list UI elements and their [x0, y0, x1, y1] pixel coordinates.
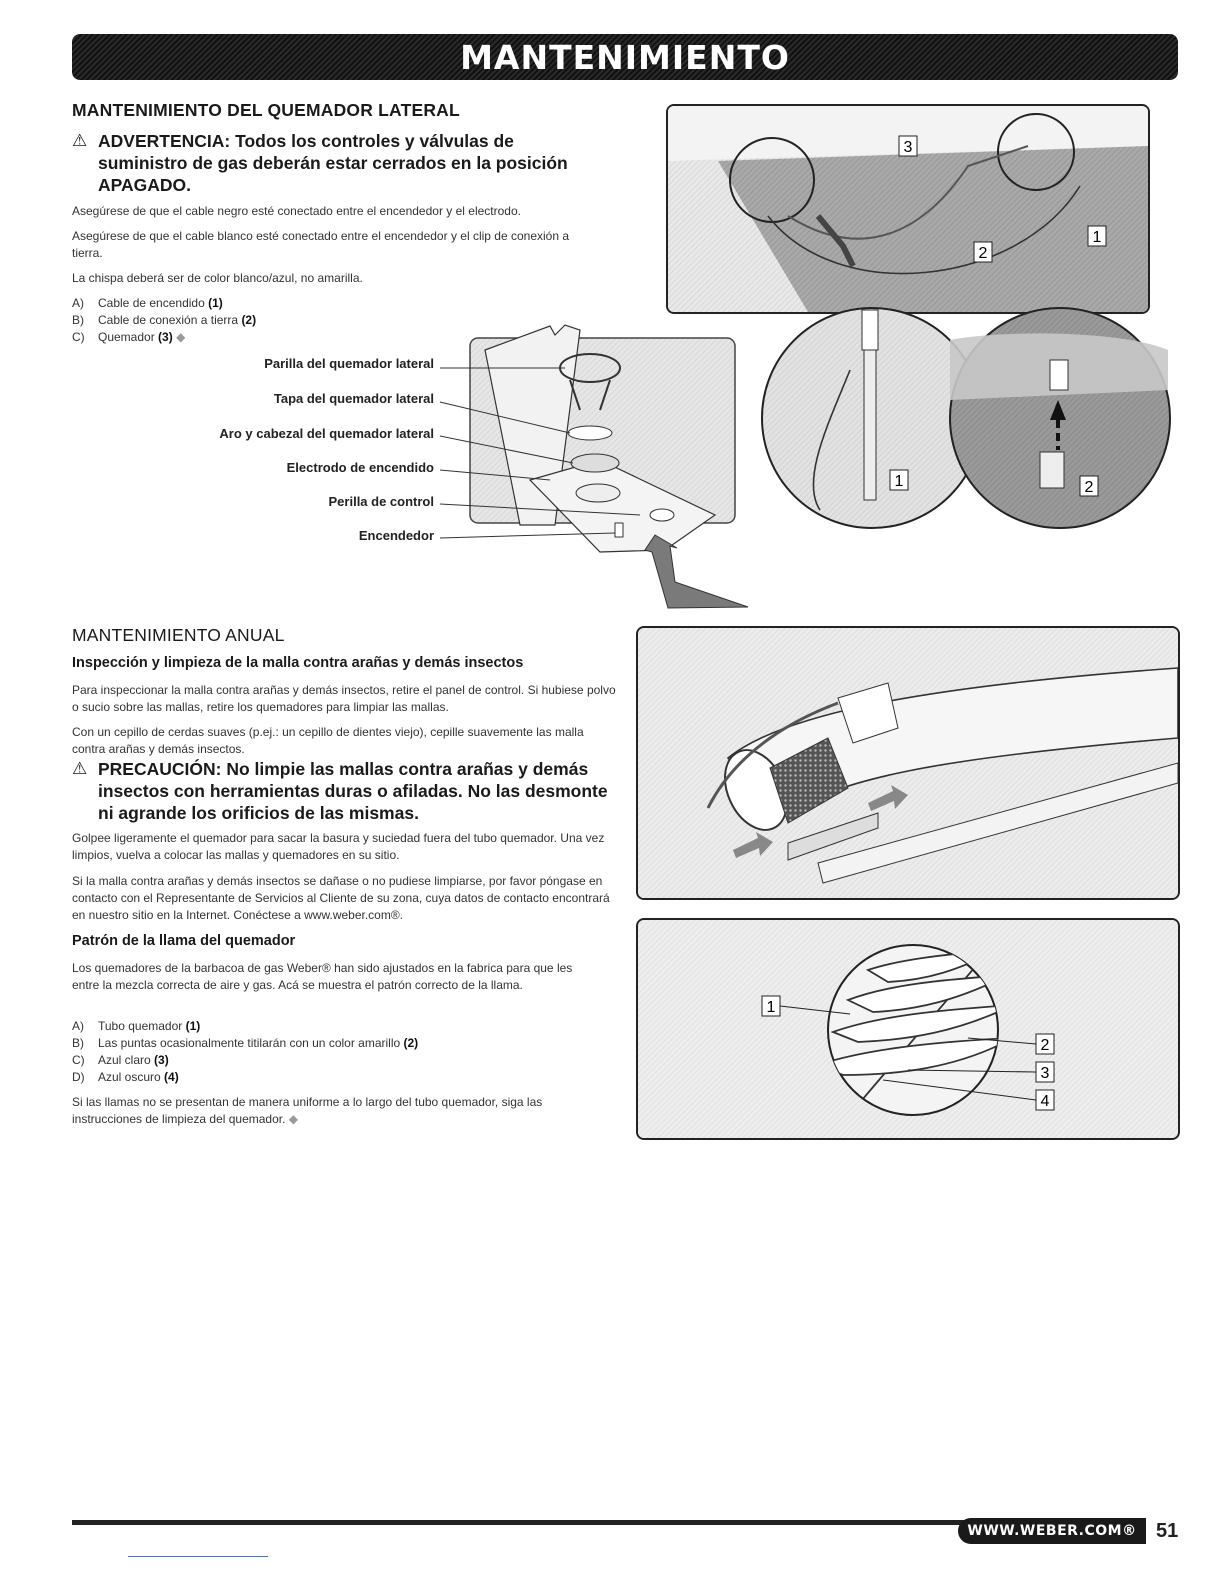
warning-block: ⚠ ADVERTENCIA: Todos los controles y vál…: [72, 130, 592, 196]
svg-text:2: 2: [1085, 479, 1094, 496]
subheading-spider-screen: Inspección y limpieza de la malla contra…: [72, 655, 524, 671]
callout-cap: Tapa del quemador lateral: [273, 391, 434, 406]
caution-block: ⚠ PRECAUCIÓN: No limpie las mallas contr…: [72, 758, 612, 824]
list-item: B)Las puntas ocasionalmente titilarán co…: [72, 1036, 419, 1050]
banner-title: MANTENIMIENTO: [460, 38, 790, 77]
paragraph-flame-intro: Los quemadores de la barbacoa de gas Web…: [72, 961, 573, 992]
subheading-flame-pattern: Patrón de la llama del quemador: [72, 933, 296, 949]
svg-text:2: 2: [1041, 1037, 1050, 1054]
list-item: D)Azul oscuro (4): [72, 1070, 179, 1084]
figure-number-2: 2: [973, 241, 993, 263]
page-number: 51: [1156, 1520, 1179, 1542]
section-heading-side-burner: MANTENIMIENTO DEL QUEMADOR LATERAL: [72, 100, 460, 120]
zoom-number-1: 1: [889, 469, 909, 491]
screen-cleaning-panel: [636, 626, 1180, 900]
callout-knob: Perilla de control: [328, 494, 434, 509]
flame-number-4: 4: [882, 1079, 1055, 1111]
svg-text:3: 3: [1041, 1065, 1050, 1082]
paragraph-tap-burner: Golpee ligeramente el quemador para saca…: [72, 831, 605, 862]
callout-igniter: Encendedor: [358, 528, 434, 543]
paragraph-brush: Con un cepillo de cerdas suaves (p.ej.: …: [72, 725, 584, 756]
figure-number-1: 1: [1087, 225, 1107, 247]
flame-pattern-panel: 1 2 3 4: [636, 918, 1180, 1140]
svg-text:2: 2: [979, 245, 988, 262]
flame-number-1: 1: [761, 995, 851, 1017]
list-item: C)Quemador (3) ◆: [72, 330, 186, 344]
list-item: C)Azul claro (3): [72, 1053, 169, 1067]
footer-rule: [72, 1520, 1144, 1525]
paragraph-white-wire: Asegúrese de que el cable blanco esté co…: [72, 229, 570, 260]
side-burner-illustration: [439, 324, 749, 609]
section-banner: MANTENIMIENTO: [72, 34, 1178, 80]
svg-text:1: 1: [895, 473, 904, 490]
wiring-zoom-circles: 1 2: [740, 307, 1171, 529]
caution-text: PRECAUCIÓN: No limpie las mallas contra …: [98, 759, 608, 823]
svg-text:3: 3: [904, 139, 913, 156]
warning-triangle-icon: ⚠: [72, 759, 88, 778]
flame-pattern-illustration: 1 2 3 4: [638, 920, 1178, 1138]
paragraph-damaged-screen: Si la malla contra arañas y demás insect…: [72, 874, 610, 922]
warning-triangle-icon: ⚠: [72, 131, 88, 150]
svg-text:1: 1: [767, 999, 776, 1016]
flame-number-2: 2: [967, 1033, 1055, 1055]
zoom-number-2: 2: [1079, 475, 1099, 497]
list-item: A)Tubo quemador (1): [72, 1019, 201, 1033]
section-heading-annual: MANTENIMIENTO ANUAL: [72, 625, 285, 645]
paragraph-inspect-screen: Para inspeccionar la malla contra arañas…: [72, 683, 616, 714]
side-burner-parts-list: A)Cable de encendido (1) B)Cable de cone…: [72, 295, 452, 346]
bottom-rule: [128, 1556, 268, 1557]
wiring-diagram: 3 2 1: [668, 106, 1148, 312]
warning-text: ADVERTENCIA: Todos los controles y válvu…: [98, 131, 568, 195]
paragraph-black-wire: Asegúrese de que el cable negro esté con…: [72, 204, 521, 218]
callout-grate: Parilla del quemador lateral: [264, 356, 434, 371]
flame-number-3: 3: [907, 1061, 1055, 1083]
svg-text:4: 4: [1041, 1093, 1050, 1110]
list-item: A)Cable de encendido (1): [72, 296, 223, 310]
footer-website: WWW.WEBER.COM®: [958, 1518, 1146, 1544]
wiring-detail-panel: 3 2 1: [666, 104, 1150, 314]
paragraph-spark-color: La chispa deberá ser de color blanco/azu…: [72, 271, 363, 285]
burner-tube-brush-illustration: [638, 628, 1178, 898]
list-item: B)Cable de conexión a tierra (2): [72, 313, 257, 327]
callout-ring-head: Aro y cabezal del quemador lateral: [219, 426, 434, 441]
paragraph-flame-uneven: Si las llamas no se presentan de manera …: [72, 1095, 543, 1126]
flame-pattern-list: A)Tubo quemador (1) B)Las puntas ocasion…: [72, 1018, 612, 1086]
figure-number-3: 3: [898, 135, 918, 157]
callout-electrode: Electrodo de encendido: [286, 460, 434, 475]
svg-text:1: 1: [1093, 229, 1102, 246]
